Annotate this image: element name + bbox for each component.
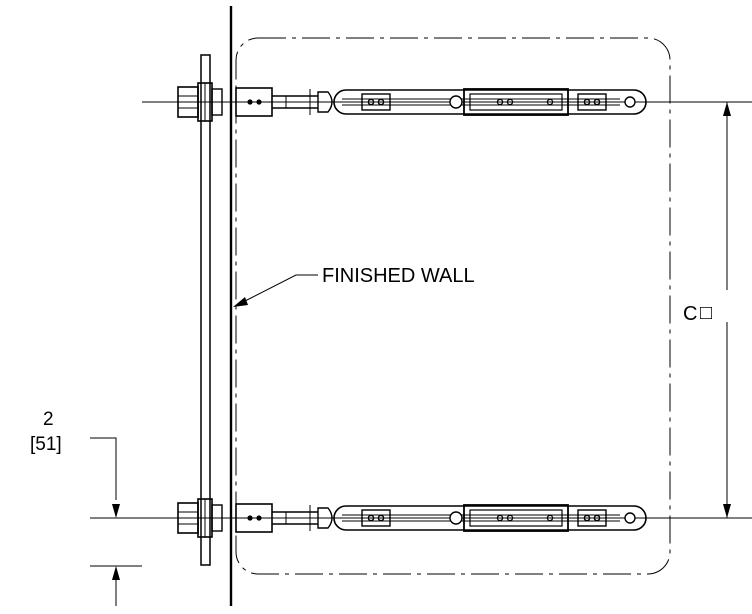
dimension-c-arrow-bottom	[723, 504, 731, 518]
finished-wall-label: FINISHED WALL	[322, 265, 475, 287]
clearance-envelope	[235, 37, 671, 575]
dimension-2-inch-label: 2	[43, 409, 54, 430]
finished-wall-leader	[242, 274, 318, 303]
dimension-2-mm-label: [51]	[30, 434, 62, 455]
dimension-c-label: C	[683, 303, 697, 325]
dimension-2-leader-top	[90, 437, 117, 500]
mounting-backplate	[200, 54, 211, 566]
dimension-c-arrow-top	[723, 102, 731, 116]
dimension-c-square-symbol: □	[700, 302, 712, 324]
finished-wall-arrow	[233, 297, 248, 307]
